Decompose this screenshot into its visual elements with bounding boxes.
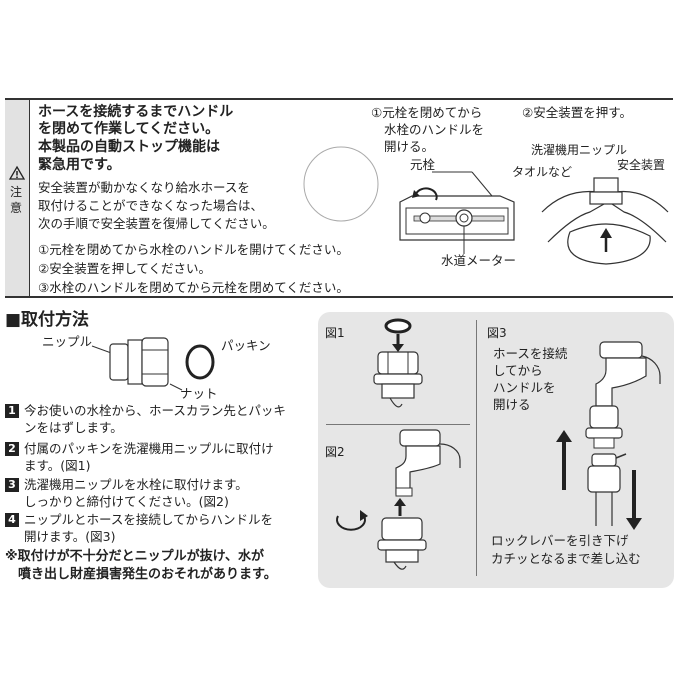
wfig1-motosen-label: 元栓	[410, 157, 436, 172]
wfig2-nipple-label: 洗濯機用ニップル	[531, 143, 628, 157]
wfig1-caption-1: ①元栓を閉めてから	[371, 105, 483, 120]
warning-divider	[29, 100, 30, 296]
fig1-nipple-packing-illustration	[373, 318, 423, 408]
wfig1-caption-2: 水栓のハンドルを	[384, 122, 485, 137]
blank-circle-mark	[303, 146, 379, 222]
warning-step-3: ③水栓のハンドルを閉めてから元栓を閉めてください。	[38, 280, 349, 295]
nut-label: ナット	[180, 386, 218, 401]
step-4-badge: 4	[5, 513, 19, 527]
fig2-label: 図2	[325, 445, 345, 459]
warning-body-2: 取付けることができなくなった場合は、	[38, 198, 264, 213]
fig3-text-3: ハンドルを	[493, 380, 556, 395]
install-title: ■取付方法	[5, 310, 90, 330]
fig3-bottom-1: ロックレバーを引き下げ	[491, 533, 629, 548]
fig3-text-4: 開ける	[493, 397, 531, 412]
step-1-line-1: 今お使いの水栓から、ホースカラン先とパッキ	[24, 403, 286, 418]
warning-heading-2: を閉めて作業してください。	[38, 121, 220, 137]
figure-divider-vertical	[476, 320, 477, 576]
fig3-text-2: してから	[493, 363, 543, 378]
nipple-label: ニップル	[42, 334, 93, 349]
fig2-faucet-install-illustration	[336, 429, 461, 570]
step-3-badge: 3	[5, 478, 19, 492]
wfig1-meter-label: 水道メーター	[441, 253, 517, 268]
step-3-line-2: しっかりと締付けてください。(図2)	[24, 494, 229, 509]
step-2-line-2: ます。(図1)	[24, 458, 91, 473]
step-2-line-1: 付属のパッキンを洗濯機用ニップルに取付け	[24, 441, 274, 456]
step-4-line-1: ニップルとホースを接続してからハンドルを	[24, 512, 274, 527]
packing-label: パッキン	[221, 338, 271, 353]
warning-heading-1: ホースを接続するまでハンドル	[38, 104, 234, 120]
wfig2-towel-label: タオルなど	[512, 165, 573, 179]
fig3-hose-connection-illustration	[556, 341, 661, 530]
warning-heading-4: 緊急用です。	[38, 157, 121, 173]
caution-line-2: 噴き出し財産損害発生のおそれがあります。	[18, 567, 277, 582]
push-safety-illustration	[541, 177, 669, 265]
fig3-bottom-2: カチッとなるまで差し込む	[491, 551, 641, 566]
warning-box	[5, 98, 673, 298]
figure-divider-horizontal	[326, 424, 470, 425]
wfig1-caption-3: 開ける。	[384, 139, 435, 154]
warning-label-column	[5, 100, 29, 296]
warning-triangle-icon	[8, 165, 26, 180]
warning-step-1: ①元栓を閉めてから水栓のハンドルを開けてください。	[38, 242, 349, 257]
nipple-nut-packing-illustration	[91, 337, 215, 391]
wfig2-caption: ②安全装置を押す。	[522, 105, 632, 120]
step-1-line-2: ンをはずします。	[24, 420, 123, 435]
meter-box-illustration	[399, 171, 515, 254]
step-3-line-1: 洗濯機用ニップルを水栓に取付けます。	[24, 477, 248, 492]
warning-body-3: 次の手順で安全装置を復帰してください。	[38, 216, 275, 231]
caution-line-1: ※取付けが不十分だとニップルが抜け、水が	[5, 549, 264, 564]
warning-step-2: ②安全装置を押してください。	[38, 261, 211, 276]
fig1-label: 図1	[325, 326, 345, 340]
wfig2-safety-label: 安全装置	[617, 158, 666, 172]
step-4-line-2: 開けます。(図3)	[24, 529, 116, 544]
warning-heading-3: 本製品の自動ストップ機能は	[38, 139, 220, 155]
fig3-label: 図3	[487, 326, 507, 340]
step-1-badge: 1	[5, 404, 19, 418]
warning-label: 注意	[10, 185, 23, 215]
step-2-badge: 2	[5, 442, 19, 456]
warning-body-1: 安全装置が動かなくなり給水ホースを	[38, 180, 250, 195]
fig3-text-1: ホースを接続	[493, 346, 568, 361]
